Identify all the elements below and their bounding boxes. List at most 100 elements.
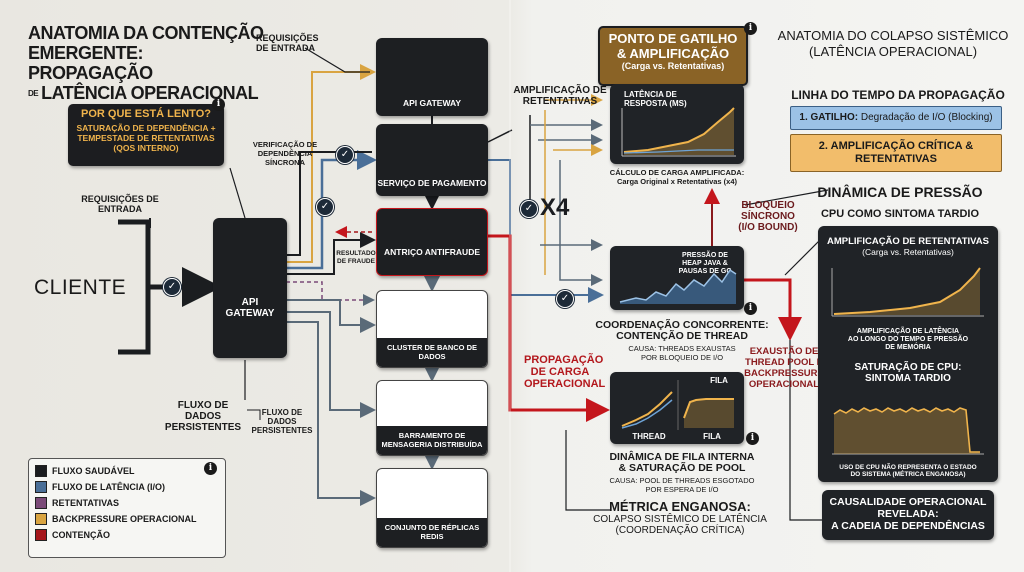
sync-block-line1: BLOQUEIO (741, 200, 795, 211)
info-icon[interactable]: i (212, 98, 225, 111)
latency-chart-title: LATÊNCIA DE RESPOSTA (ms) (624, 90, 687, 108)
legend-item: FLUXO SAUDÁVEL (35, 463, 225, 479)
legend-item: RETENTATIVAS (35, 495, 225, 511)
exhaustion-label: EXAUSTÃO DE THREAD POOL E BACKPRESSURE O… (744, 346, 824, 390)
cpu-chart-curve (832, 407, 984, 455)
why-slow-body2: TEMPESTADE DE RETENTATIVAS (77, 133, 215, 143)
legend-item: BACKPRESSURE OPERACIONAL (35, 511, 225, 527)
legend-swatch (35, 481, 47, 493)
cpu-title-2: SINTOMA TARDIO (865, 373, 951, 384)
timeline-step1-num: 1. GATILHO: (799, 112, 859, 123)
sync-block-line3: (I/O BOUND) (738, 222, 798, 233)
info-icon[interactable]: i (204, 462, 217, 475)
retry-caption-2: AO LONGO DO TEMPO E PRESSÃO (847, 336, 969, 343)
queue-dynamics-block: DINÂMICA DE FILA INTERNA & SATURAÇÃO DE … (590, 451, 774, 495)
right-title-line1: ANATOMIA DO COLAPSO SISTÊMICO (777, 28, 1009, 43)
legend-label: FLUXO DE LATÊNCIA (I/O) (52, 482, 165, 492)
check-icon: ✓ (316, 198, 334, 216)
api-gateway-main[interactable]: API GATEWAY (213, 218, 287, 358)
pressure-sub: CPU COMO SINTOMA TARDIO (820, 208, 980, 220)
queue-chart-curve (621, 380, 734, 430)
info-icon[interactable]: i (744, 22, 757, 35)
payment-service-label: SERVIÇO DE PAGAMENTO (377, 178, 487, 188)
legend-label: FLUXO SAUDÁVEL (52, 466, 135, 476)
timeline-step2-text: 2. AMPLIFICAÇÃO CRÍTICA & RETENTATIVAS (818, 140, 974, 165)
misleading-title: MÉTRICA ENGANOSA: (609, 499, 751, 514)
concurrency-title2: CONTENÇÃO DE THREAD (616, 330, 748, 342)
trigger-line2: & AMPLIFICAÇÃO (616, 46, 730, 61)
info-icon[interactable]: i (746, 432, 759, 445)
queue-dyn-title1: DINÂMICA DE FILA INTERNA (609, 451, 755, 463)
api-gateway-main-label: API GATEWAY (225, 297, 275, 319)
check-icon: ✓ (336, 146, 354, 164)
timeline-step1[interactable]: 1. GATILHO: Degradação de I/O (Blocking) (790, 106, 1002, 130)
api-gateway-top[interactable]: API GATEWAY (376, 38, 488, 116)
timeline-step1-text: Degradação de I/O (Blocking) (860, 112, 993, 123)
legend-swatch (35, 465, 47, 477)
load-propagation-label: PROPAGAÇÃO DE CARGA OPERACIONAL (524, 354, 606, 390)
right-title: ANATOMIA DO COLAPSO SISTÊMICO (LATÊNCIA … (770, 28, 1016, 60)
retry-panel-title: AMPLIFICAÇÃO DE RETENTATIVAS (826, 236, 990, 247)
top-requests-label: REQUISIÇÕES DE ENTRADA (256, 33, 319, 53)
retry-panel-curve (831, 267, 984, 317)
persistent-flow-label-2: FLUXO DE DADOS PERSISTENTES (251, 408, 313, 435)
legend-label: RETENTATIVAS (52, 498, 119, 508)
latency-caption-2: Carga Original x Retentativas (x4) (616, 177, 738, 186)
legend-swatch (35, 497, 47, 509)
heap-chart-title: PRESSÃO DE HEAP JAVA & PAUSAS DE GC (678, 252, 732, 275)
legend-label: CONTENÇÃO (52, 530, 110, 540)
queue-chart-panel: FILA THREAD FILA (610, 372, 744, 444)
timeline-title: LINHA DO TEMPO DA PROPAGAÇÃO (791, 88, 1005, 102)
queue-dyn-title2: & SATURAÇÃO DE POOL (618, 462, 746, 474)
latency-caption-1: CÁLCULO DE CARGA AMPLIFICADA: (609, 168, 745, 177)
retry-caption-3: DE MEMÓRIA (885, 344, 931, 351)
payment-service-node[interactable]: SERVIÇO DE PAGAMENTO (376, 124, 488, 196)
left-title-line2: EMERGENTE: PROPAGAÇÃO (28, 43, 153, 83)
legend-label: BACKPRESSURE OPERACIONAL (52, 514, 197, 524)
redis-node[interactable]: CONJUNTO DE RÉPLICAS REDIS (376, 468, 488, 548)
message-bus-label: BARRAMENTO DE MENSAGERIA DISTRIBUÍDA (377, 426, 487, 455)
check-icon: ✓ (520, 200, 538, 218)
db-cluster-node[interactable]: CLUSTER DE BANCO DE DADOS (376, 290, 488, 368)
misleading-sub2: (COORDENAÇÃO CRÍTICA) (615, 525, 745, 536)
left-title-line3: LATÊNCIA OPERACIONAL (41, 83, 259, 103)
left-title-prefix: DE (28, 89, 39, 99)
legend-item: FLUXO DE LATÊNCIA (I/O) (35, 479, 225, 495)
message-bus-node[interactable]: BARRAMENTO DE MENSAGERIA DISTRIBUÍDA (376, 380, 488, 456)
misleading-sub1: COLAPSO SISTÊMICO DE LATÊNCIA (593, 514, 767, 525)
trigger-line3: (Carga vs. Retentativas) (621, 61, 725, 71)
queue-fila-top: FILA (710, 376, 728, 385)
retry-caption-1: AMPLIFICAÇÃO DE LATÊNCIA (856, 328, 960, 335)
cpu-caption-1: USO DE CPU NÃO REPRESENTA O ESTADO (839, 464, 977, 471)
left-title-line1: ANATOMIA DA CONTENÇÃO (28, 23, 264, 43)
right-title-line2: (LATÊNCIA OPERACIONAL) (808, 44, 978, 59)
trigger-line1: PONTO DE GATILHO (608, 31, 738, 46)
legend-items: FLUXO SAUDÁVEL FLUXO DE LATÊNCIA (I/O) RET… (29, 463, 225, 543)
db-cluster-label: CLUSTER DE BANCO DE DADOS (377, 338, 487, 367)
why-slow-body3: (QoS INTERNO) (113, 143, 179, 153)
timeline-step2[interactable]: 2. AMPLIFICAÇÃO CRÍTICA & RETENTATIVAS (790, 134, 1002, 172)
info-icon[interactable]: i (744, 302, 757, 315)
client-requests-label: REQUISIÇÕES DE ENTRADA (81, 194, 159, 214)
misleading-block: MÉTRICA ENGANOSA: COLAPSO SISTÊMICO DE L… (580, 499, 780, 537)
fraud-result-label: RESULTADO DE FRAUDE (336, 250, 376, 265)
retry-panel: AMPLIFICAÇÃO DE RETENTATIVAS (Carga vs. … (818, 226, 998, 482)
queue-fila-label: FILA (703, 432, 721, 441)
sync-check-label: VERIFICAÇÃO DE DEPENDÊNCIA SÍNCRONA (252, 140, 318, 167)
causality-line1: CAUSALIDADE OPERACIONAL (829, 496, 987, 508)
check-icon: ✓ (556, 290, 574, 308)
cpu-title-1: SATURAÇÃO DE CPU: (854, 362, 962, 373)
sync-block-label: BLOQUEIO SÍNCRONO (I/O BOUND) (730, 200, 806, 233)
queue-thread-label: THREAD (632, 432, 666, 441)
check-icon: ✓ (163, 278, 181, 296)
why-slow-callout: POR QUE ESTÁ LENTO? SATURAÇÃO DE DEPENDÊ… (68, 104, 224, 166)
latency-chart-curve (621, 107, 736, 157)
antifraud-node[interactable]: ANTRIÇO ANTIFRAUDE (376, 208, 488, 276)
antifraud-label: ANTRIÇO ANTIFRAUDE (383, 247, 480, 257)
legend-swatch (35, 513, 47, 525)
causality-panel: CAUSALIDADE OPERACIONAL REVELADA: A CADE… (822, 490, 994, 540)
retry-panel-sub: (Carga vs. Retentativas) (862, 247, 954, 257)
left-title: ANATOMIA DA CONTENÇÃO EMERGENTE: PROPAGA… (28, 23, 268, 104)
api-gateway-top-label: API GATEWAY (402, 98, 462, 108)
concurrency-cause2: POR BLOQUEIO DE I/O (640, 353, 724, 362)
